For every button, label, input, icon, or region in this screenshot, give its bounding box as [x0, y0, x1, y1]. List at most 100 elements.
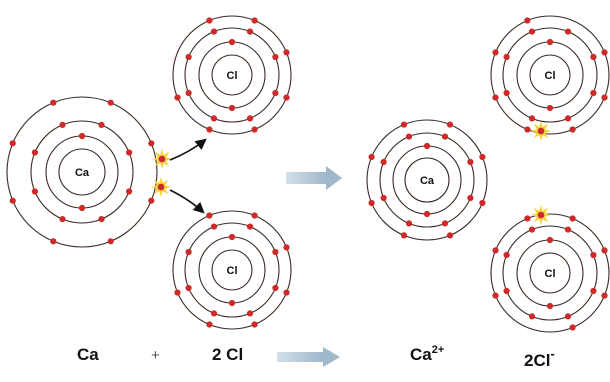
- electron: [126, 188, 133, 195]
- electron: [148, 140, 155, 147]
- electron: [251, 321, 258, 328]
- electron: [546, 236, 554, 244]
- electron: [206, 212, 213, 219]
- electron: [228, 104, 236, 112]
- electron: [50, 238, 57, 245]
- electron: [503, 251, 510, 259]
- electron: [210, 28, 218, 35]
- electron: [174, 289, 181, 296]
- equation-reactant-cl: 2 Cl: [212, 345, 243, 364]
- electron: [492, 247, 499, 254]
- electron: [479, 199, 486, 207]
- electron: [528, 226, 536, 233]
- electron: [564, 115, 572, 122]
- electron: [479, 153, 486, 161]
- electron: [564, 28, 572, 35]
- electron: [107, 238, 114, 245]
- electron: [601, 292, 608, 299]
- electron: [174, 94, 181, 101]
- electron: [98, 216, 105, 223]
- electron: [251, 126, 258, 133]
- equation-product-cl-ion: 2Cl-: [524, 346, 555, 370]
- electron: [206, 126, 213, 133]
- electron: [441, 220, 449, 227]
- chlorine-label-top-before: Cl: [227, 70, 238, 82]
- electron: [524, 17, 531, 24]
- chloride-ion-top-after: Cl: [490, 15, 610, 135]
- electron: [272, 53, 279, 61]
- gained-electron-bottom: [531, 205, 551, 225]
- electron: [590, 251, 597, 259]
- electron: [251, 17, 258, 24]
- equation-arrow: [277, 347, 340, 367]
- electron: [590, 287, 597, 295]
- electron: [524, 215, 531, 222]
- electron: [503, 287, 510, 295]
- electron: [546, 104, 554, 112]
- electron: [210, 310, 218, 317]
- electron: [157, 183, 165, 191]
- electron: [546, 38, 554, 46]
- electron: [590, 53, 597, 61]
- electron: [185, 248, 192, 256]
- chlorine-label-bottom-before: Cl: [227, 265, 238, 277]
- electron: [380, 194, 387, 202]
- electron: [569, 324, 576, 331]
- chloride-ion-bottom-after: Cl: [490, 213, 610, 333]
- electron: [467, 158, 474, 166]
- reaction-equation: Ca + 2 Cl Ca2+ 2Cl-: [77, 344, 555, 370]
- electron: [246, 310, 254, 317]
- calcium-label-after: Ca: [420, 175, 435, 187]
- equation-plus-sign: +: [151, 347, 160, 364]
- reaction-arrow: [286, 166, 342, 190]
- electron: [246, 115, 254, 122]
- electron: [283, 244, 290, 251]
- electron: [528, 313, 536, 320]
- electron: [98, 121, 105, 128]
- electron: [78, 132, 86, 140]
- electron: [546, 302, 554, 310]
- equation-reactant-ca: Ca: [77, 345, 99, 364]
- chlorine-label-top-after: Cl: [545, 70, 556, 82]
- electron: [368, 153, 375, 161]
- equation-product-ca-ion: Ca2+: [410, 344, 444, 364]
- electron: [185, 284, 192, 292]
- electron: [503, 53, 510, 61]
- electron: [601, 94, 608, 101]
- electron: [59, 121, 66, 128]
- electron: [31, 149, 38, 156]
- electron: [467, 194, 474, 202]
- electron: [283, 94, 290, 101]
- electron: [400, 121, 408, 128]
- electron: [380, 158, 387, 166]
- electron: [524, 126, 531, 133]
- electron: [423, 210, 431, 218]
- electron: [492, 94, 499, 101]
- calcium-atom-before: Ca: [6, 96, 158, 248]
- electron: [148, 197, 155, 204]
- electron: [368, 199, 375, 207]
- electron: [564, 313, 572, 320]
- transferred-electron-bottom: [151, 177, 171, 197]
- electron: [569, 126, 576, 133]
- electron: [537, 211, 545, 219]
- electron: [272, 284, 279, 292]
- electron: [503, 89, 510, 97]
- electron: [528, 115, 536, 122]
- electron: [9, 140, 16, 147]
- chlorine-label-bottom-after: Cl: [545, 268, 556, 280]
- gained-electron-top: [531, 121, 551, 141]
- electron: [206, 321, 213, 328]
- electron: [107, 99, 114, 106]
- electron: [272, 248, 279, 256]
- electron: [228, 299, 236, 307]
- electron-transfer-arrow-top: [169, 138, 207, 161]
- electron: [601, 49, 608, 56]
- electron: [405, 220, 413, 227]
- electron: [59, 216, 66, 223]
- electron: [126, 149, 133, 156]
- electron: [564, 226, 572, 233]
- electron-transfer-arrow-bottom: [169, 189, 205, 214]
- electron: [210, 223, 218, 230]
